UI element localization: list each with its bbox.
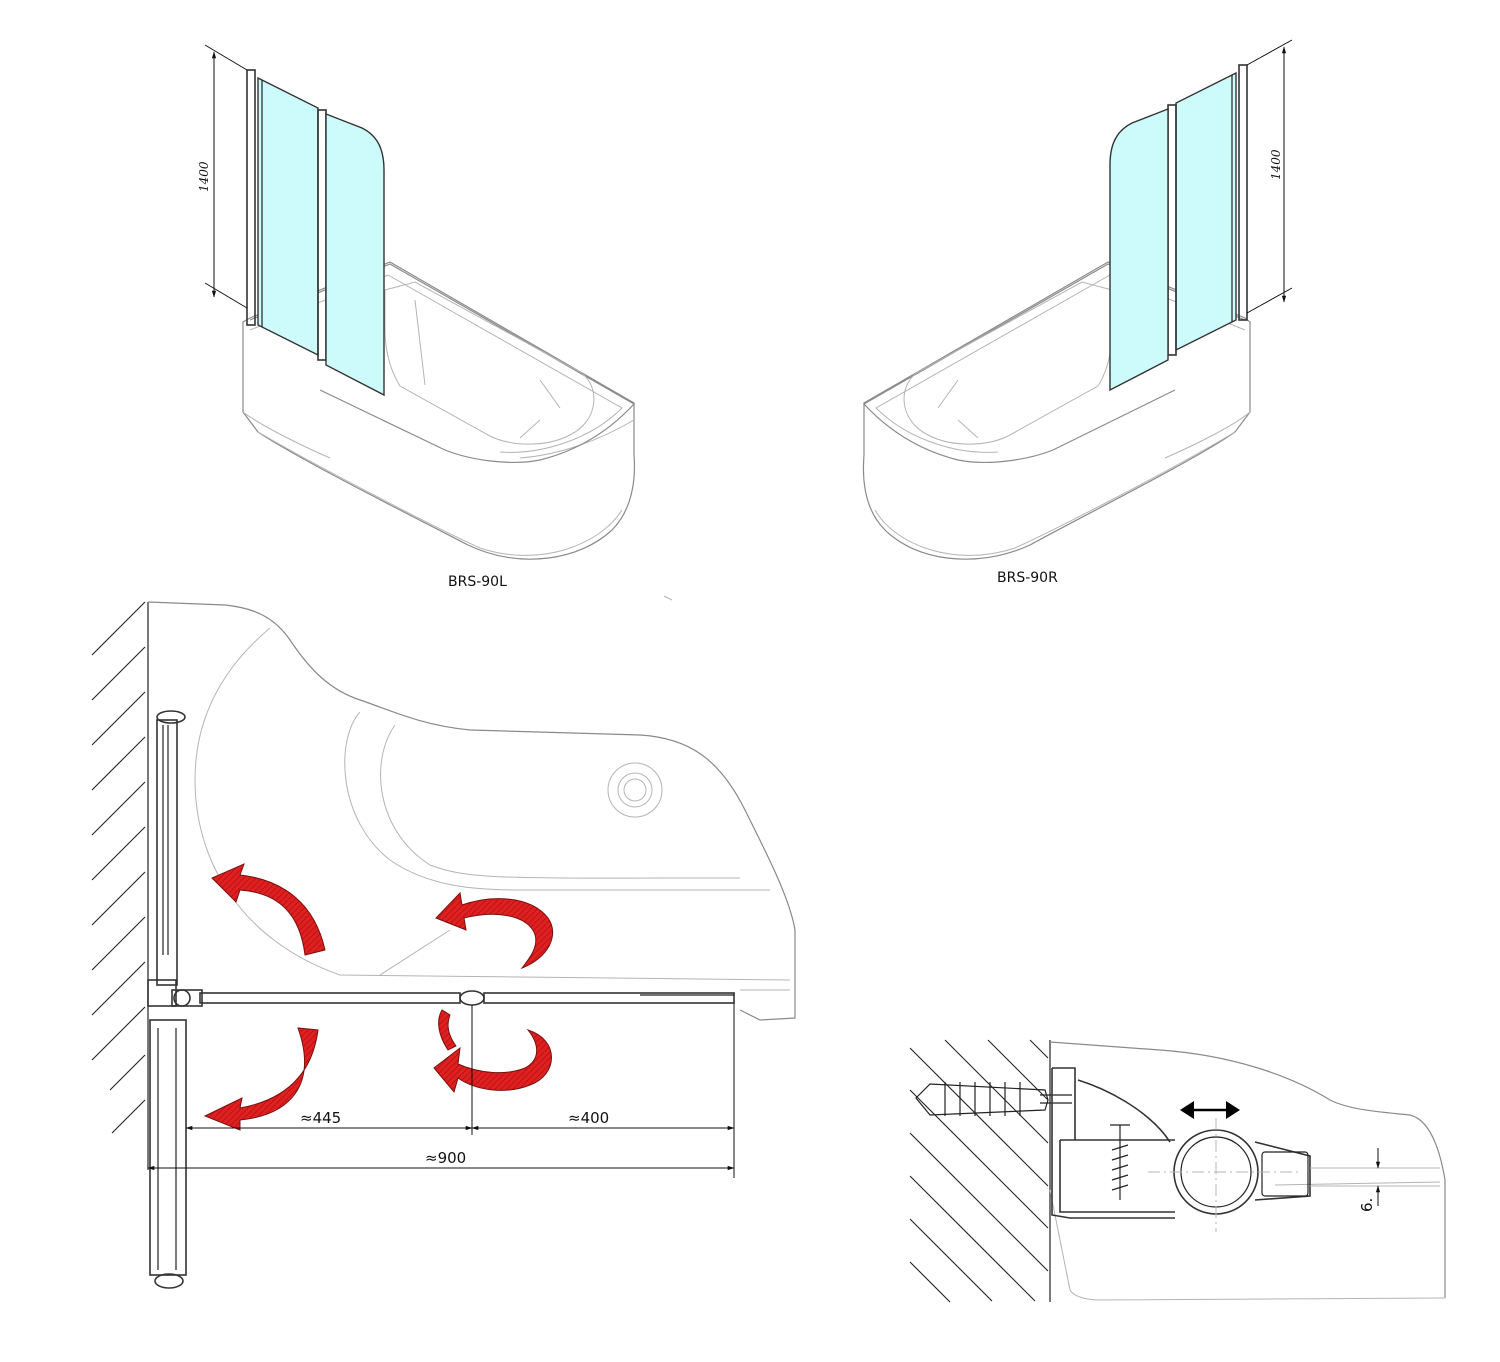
screen-plan-view [147, 710, 735, 1289]
curved-arrow-icon [211, 863, 326, 956]
height-label-left: 1400 [197, 161, 211, 192]
bathtub-plan-view [147, 601, 796, 1021]
wall-hatching-plan [91, 601, 149, 1170]
bathtub-left-view [242, 261, 636, 560]
plan-dimensions: ≈445 ≈400 ≈900 [147, 1003, 735, 1178]
dimension-900: ≈900 [425, 1149, 466, 1167]
dimension-400: ≈400 [568, 1109, 609, 1127]
curved-arrow-icon [435, 891, 554, 970]
double-arrow-icon [1180, 1101, 1240, 1119]
curved-arrow-icon [433, 1009, 552, 1094]
shower-screen-left-view: 1400 [197, 44, 385, 397]
model-label-left: BRS-90L [448, 574, 507, 590]
wall-hatching-detail [909, 1039, 1051, 1303]
dimension-445: ≈445 [300, 1109, 341, 1127]
height-label-right: 1400 [1269, 149, 1283, 180]
model-label-right: BRS-90R [997, 570, 1058, 586]
gap-dimension-label: 6. [1358, 1198, 1376, 1212]
shower-screen-right-view: 1400 [1109, 39, 1293, 392]
profile-detail: 6. [915, 1041, 1446, 1301]
bathtub-right-view [862, 261, 1251, 560]
